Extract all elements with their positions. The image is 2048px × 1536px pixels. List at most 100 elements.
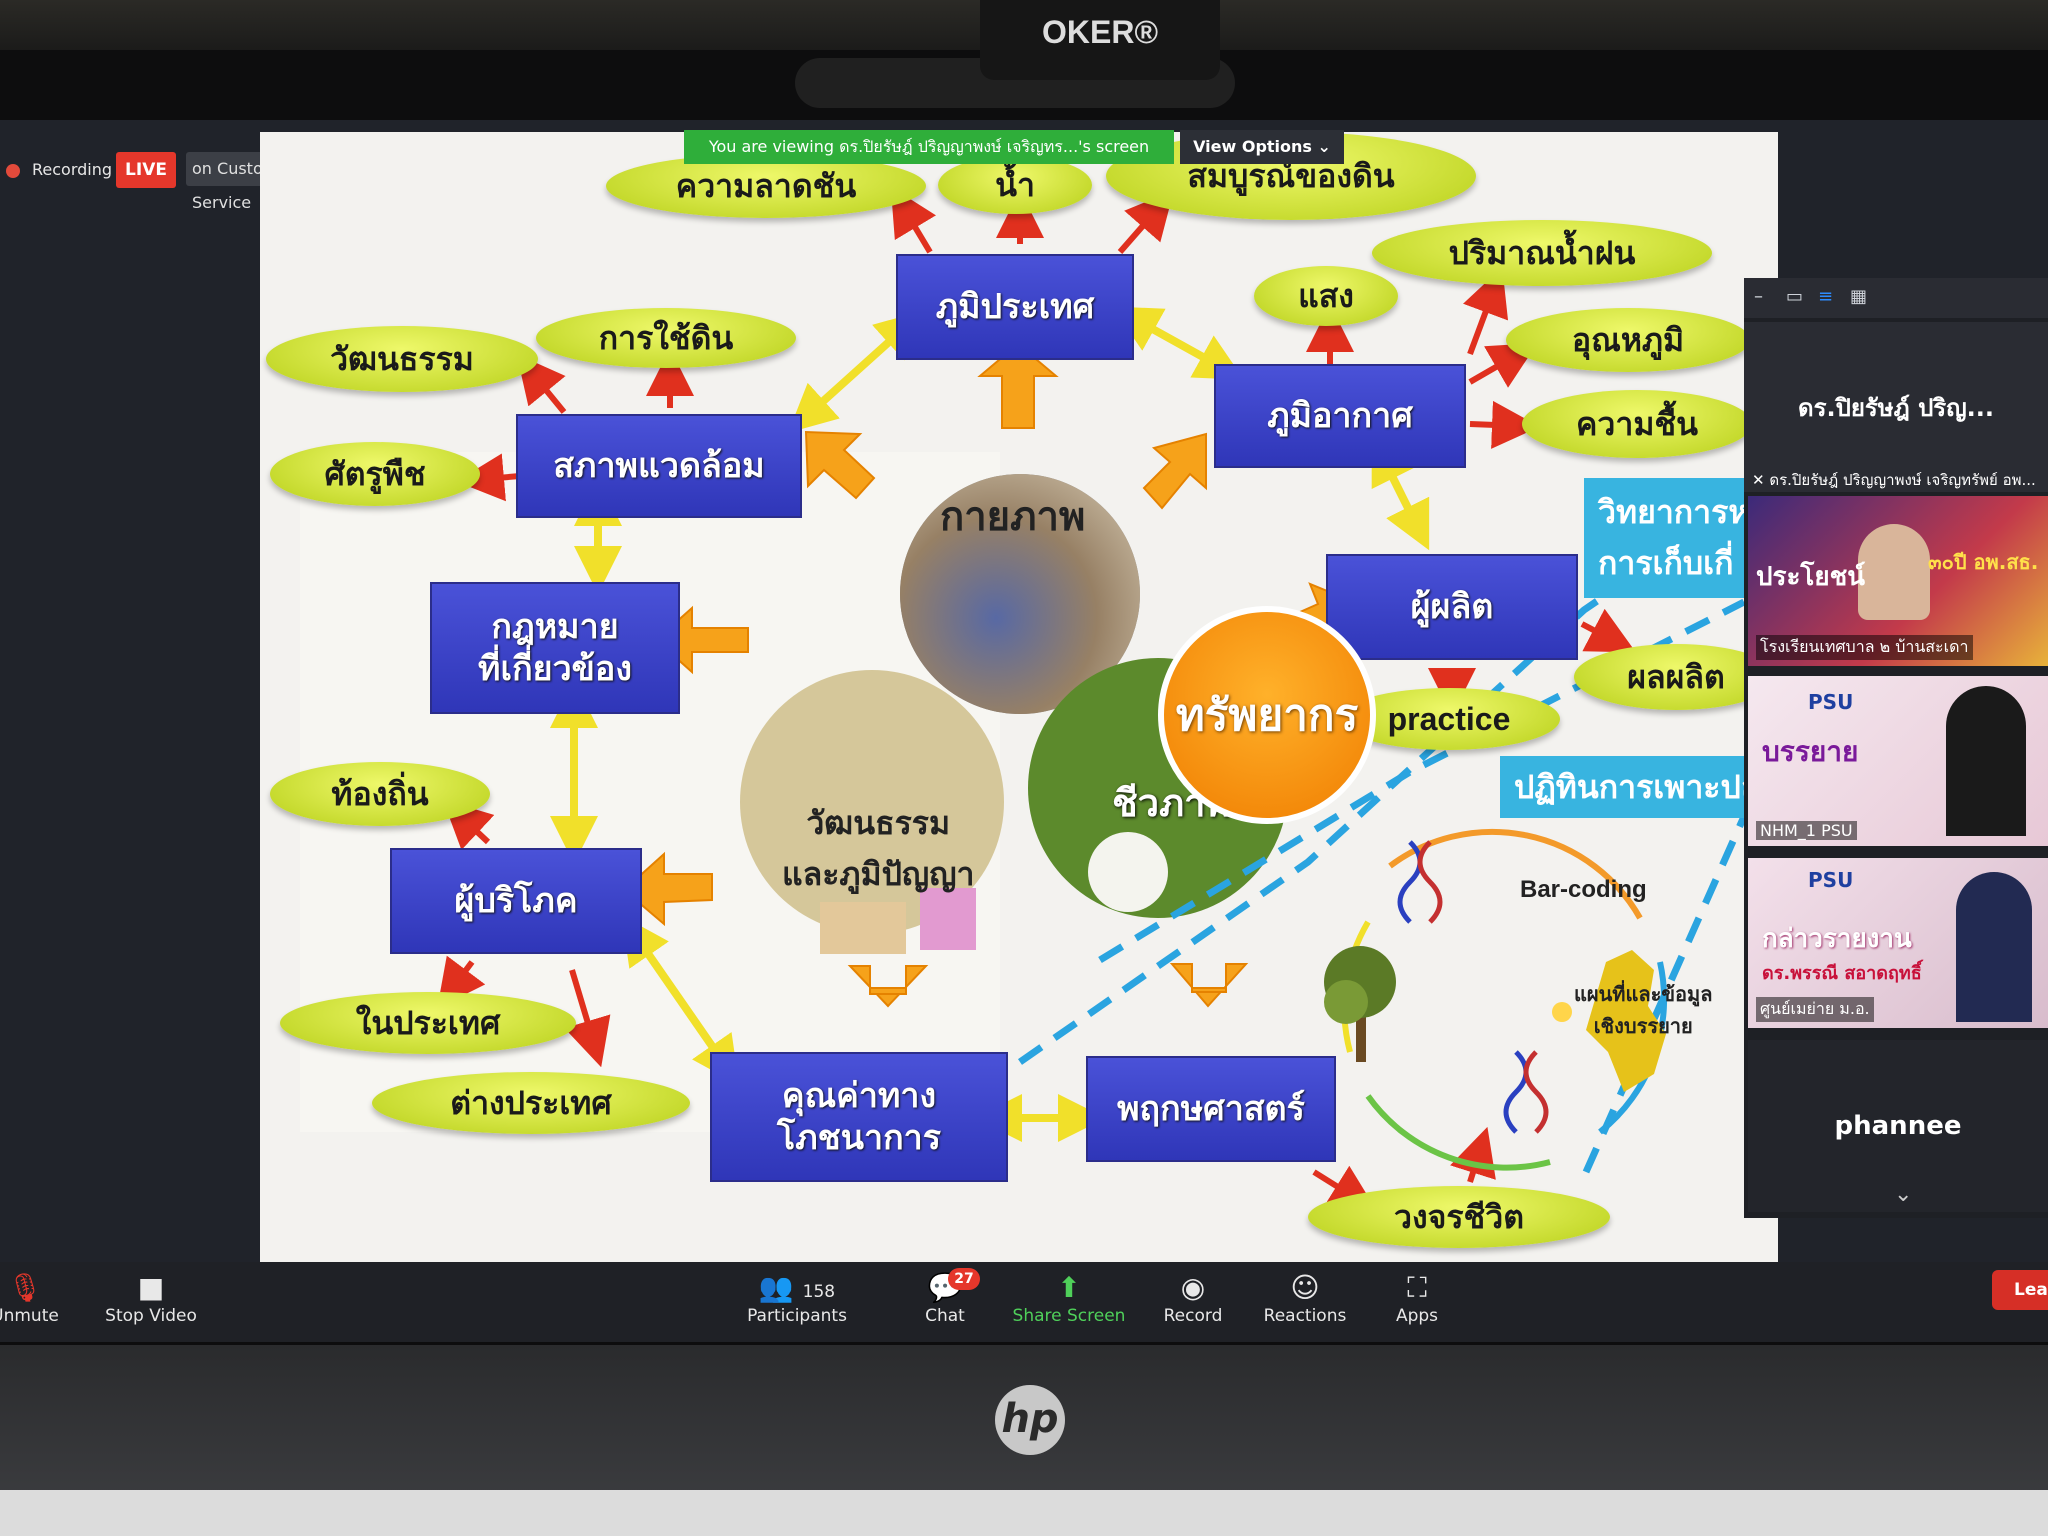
leave-button[interactable]: Leave <box>1992 1270 2048 1310</box>
recording-dot-icon <box>6 164 20 178</box>
box-botany: พฤกษศาสตร์ <box>1086 1056 1336 1162</box>
minimize-icon[interactable]: – <box>1754 286 1763 307</box>
oval-culture: วัฒนธรรม <box>266 326 538 392</box>
tile-1-year-text: ๓๐ปี อพ.สธ. <box>1928 550 2039 574</box>
live-badge[interactable]: LIVE <box>116 152 176 188</box>
box-climate: ภูมิอากาศ <box>1214 364 1466 468</box>
annotation-map-line1: แผนที่และข้อมูล <box>1574 982 1713 1006</box>
oval-rainfall: ปริมาณน้ำฝน <box>1372 220 1712 286</box>
oval-domestic: ในประเทศ <box>280 992 576 1054</box>
video-tile-1[interactable]: ประโยชน์ ๓๐ปี อพ.สธ. โรงเรียนเทศบาล ๒ บ้… <box>1748 496 2048 666</box>
cyan-harvest-line1: วิทยาการห <box>1598 493 1750 531</box>
crate-shape <box>920 888 976 950</box>
meeting-toolbar <box>0 1262 2048 1342</box>
strip-view-icon[interactable]: ≡ <box>1818 286 1834 307</box>
stop-video-label: Stop Video <box>105 1306 197 1326</box>
flower-shape <box>1088 832 1168 912</box>
desk-surface <box>0 1490 2048 1536</box>
chat-button[interactable]: 💬Chat <box>880 1270 1010 1326</box>
host-name-label: ✕ ดร.ปิยรัษฎ์ ปริญญาพงษ์ เจริญทรัพย์ อพ.… <box>1752 468 2036 492</box>
hp-logo: hp <box>995 1385 1065 1455</box>
oval-slope: ความลาดชัน <box>606 154 926 218</box>
unmute-button[interactable]: 🎙Unmute <box>0 1270 90 1326</box>
share-screen-icon: ⬆ <box>1057 1271 1081 1304</box>
apps-button[interactable]: ⛶Apps <box>1352 1270 1482 1326</box>
apps-icon: ⛶ <box>1407 1271 1427 1304</box>
oval-pests: ศัตรูพืช <box>270 442 480 506</box>
single-view-icon[interactable]: ▭ <box>1786 286 1804 307</box>
video-tile-3[interactable]: PSU กล่าวรายงาน ดร.พรรณี สอาดฤทธิ์ ศูนย์… <box>1748 858 2048 1028</box>
crate-shape <box>820 902 906 954</box>
slide-arrows <box>300 186 1760 1212</box>
tile-3-brand: PSU <box>1808 868 1854 892</box>
map-icon <box>1586 950 1666 1092</box>
sparkle-icon <box>1552 1002 1572 1022</box>
box-nutrition: คุณค่าทาง โภชนาการ <box>710 1052 1008 1182</box>
tile-2-brand: PSU <box>1808 690 1854 714</box>
physical-photo-texture <box>900 474 1140 714</box>
chat-count-badge: 27 <box>948 1268 980 1290</box>
oval-humidity: ความชื้น <box>1522 390 1752 458</box>
tile-1-label: โรงเรียนเทศบาล ๒ บ้านสะเดา <box>1756 635 1973 660</box>
oval-water: น้ำ <box>938 156 1092 214</box>
box-law: กฎหมาย ที่เกี่ยวข้อง <box>430 582 680 714</box>
box-law-line1: กฎหมาย <box>491 606 619 647</box>
share-screen-label: Share Screen <box>1012 1306 1126 1326</box>
oval-land-use: การใช้ดิน <box>536 308 796 368</box>
chevron-down-icon: ⌄ <box>1317 137 1331 156</box>
oval-life-cycle: วงจรชีวิต <box>1308 1186 1610 1248</box>
speaker-photo <box>1956 872 2032 1022</box>
box-consumer: ผู้บริโภค <box>390 848 642 954</box>
cyan-cultivation-calendar: ปฏิทินการเพาะปลู <box>1500 756 1778 818</box>
share-screen-button[interactable]: ⬆Share Screen <box>1004 1270 1134 1326</box>
muted-mic-icon: ✕ <box>1752 471 1770 489</box>
annotation-barcoding: Bar-coding <box>1520 876 1647 903</box>
participant-face <box>1858 524 1930 620</box>
speaker-photo <box>1946 686 2026 836</box>
chevron-down-icon[interactable]: ⌄ <box>1894 1182 1913 1207</box>
record-button[interactable]: ◉Record <box>1128 1270 1258 1326</box>
participant-count: 158 <box>802 1282 836 1302</box>
tile-3-slide-text: กล่าวรายงาน <box>1762 924 1912 954</box>
box-geography: ภูมิประเทศ <box>896 254 1134 360</box>
annotation-map-line2: เชิงบรรยาย <box>1593 1014 1693 1038</box>
box-nutrition-line2: โภชนาการ <box>776 1118 942 1158</box>
box-law-line2: ที่เกี่ยวข้อง <box>478 649 632 689</box>
video-camera-icon: ■ <box>137 1271 165 1304</box>
oval-light: แสง <box>1254 266 1398 326</box>
box-producer: ผู้ผลิต <box>1326 554 1578 660</box>
view-options-button[interactable]: View Options ⌄ <box>1180 130 1344 164</box>
tree-icon <box>1324 946 1396 1062</box>
tile-2-slide-text: บรรยาย <box>1762 735 1859 768</box>
culture-photo <box>740 670 1004 934</box>
record-icon: ◉ <box>1180 1271 1206 1304</box>
tile-2-label: NHM_1 PSU <box>1756 821 1857 840</box>
stop-video-button[interactable]: ■Stop Video <box>86 1270 216 1326</box>
cyan-harvest-line2: การเก็บเกี่ <box>1598 544 1734 582</box>
circle-label-culture: วัฒนธรรม และภูมิปัญญา <box>782 798 974 900</box>
chat-label: Chat <box>925 1306 965 1326</box>
oval-practice: practice <box>1338 688 1560 750</box>
tile-3-label: ศูนย์เมย่าย ม.อ. <box>1756 997 1874 1022</box>
video-tile-2[interactable]: PSU บรรยาย NHM_1 PSU <box>1748 676 2048 846</box>
center-resources: ทรัพยากร <box>1158 606 1376 824</box>
chat-icon: 💬 <box>927 1271 963 1304</box>
webcam-brand: OKER® <box>980 0 1220 80</box>
yellow-arrows <box>550 306 1430 1142</box>
host-name-text: ดร.ปิยรัษฎ์ ปริญญาพงษ์ เจริญทรัพย์ อพ... <box>1769 471 2036 489</box>
muted-mic-icon: 🎙 <box>7 1271 43 1304</box>
grid-view-icon[interactable]: ▦ <box>1850 286 1868 307</box>
oval-overseas: ต่างประเทศ <box>372 1072 690 1134</box>
oval-local: ท้องถิ่น <box>270 762 490 826</box>
circle-label-physical: กายภาพ <box>940 494 1086 540</box>
apps-label: Apps <box>1395 1306 1439 1326</box>
viewing-banner: You are viewing ดร.ปิยรัษฎ์ ปริญญาพงษ์ เ… <box>684 130 1174 164</box>
reactions-button[interactable]: ☺Reactions <box>1240 1270 1370 1326</box>
host-video-tile[interactable]: ดร.ปิยรัษฎ์ ปริญ... <box>1744 322 2048 492</box>
unmute-label: Unmute <box>0 1306 59 1326</box>
dna-icon <box>1397 840 1549 1134</box>
tile-1-slide-text: ประโยชน์ <box>1756 562 1866 592</box>
video-tile-phannee[interactable]: phannee <box>1748 1040 2048 1212</box>
annotation-map: แผนที่และข้อมูล เชิงบรรยาย <box>1574 978 1712 1042</box>
